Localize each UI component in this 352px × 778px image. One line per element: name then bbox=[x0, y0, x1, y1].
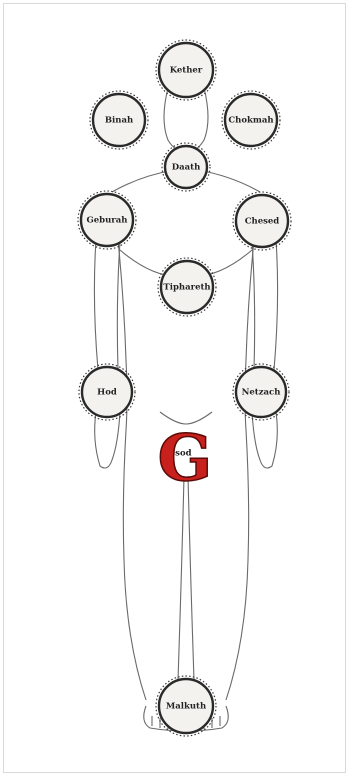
node-label-chokmah: Chokmah bbox=[228, 116, 273, 126]
node-binah: Binah bbox=[90, 91, 148, 149]
node-label-geburah: Geburah bbox=[87, 216, 128, 226]
node-label-hod: Hod bbox=[97, 388, 117, 398]
node-label-daath: Daath bbox=[172, 163, 201, 173]
node-label-netzach: Netzach bbox=[242, 388, 281, 398]
node-geburah: Geburah bbox=[78, 191, 136, 249]
node-chokmah: Chokmah bbox=[222, 91, 280, 149]
node-kether: Kether bbox=[156, 40, 216, 100]
node-label-kether: Kether bbox=[170, 66, 203, 76]
node-daath: Daath bbox=[162, 143, 210, 191]
node-label-tiphareth: Tiphareth bbox=[163, 283, 210, 293]
node-chesed: Chesed bbox=[233, 192, 291, 250]
node-netzach: Netzach bbox=[233, 364, 289, 420]
node-malkuth: Malkuth bbox=[156, 676, 216, 736]
node-yesod: Yesod G bbox=[158, 421, 213, 496]
node-tiphareth: Tiphareth bbox=[158, 258, 216, 316]
g-emblem-icon: G bbox=[158, 421, 213, 496]
node-label-chesed: Chesed bbox=[245, 217, 280, 227]
node-label-binah: Binah bbox=[105, 116, 133, 126]
node-label-malkuth: Malkuth bbox=[166, 702, 206, 712]
